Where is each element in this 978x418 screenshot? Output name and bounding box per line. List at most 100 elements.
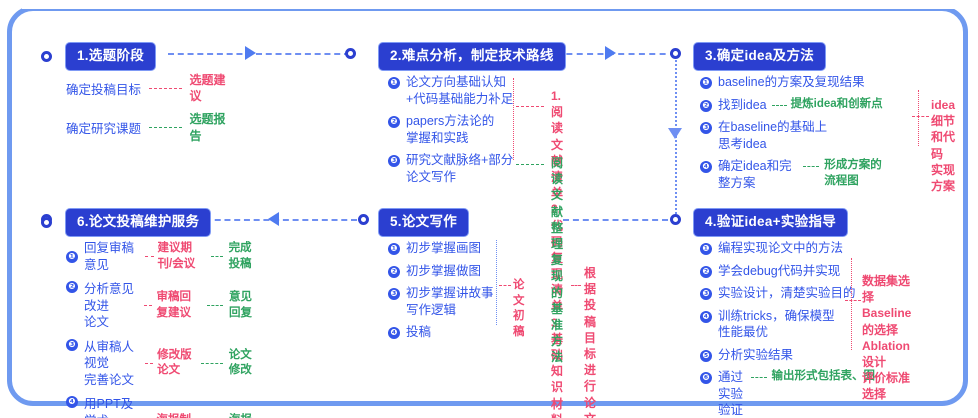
list-item: ❶ 回复审稿意见 建议期刊/会议 完成投稿 bbox=[66, 240, 259, 273]
list-item: ❹ 用PPT及学术 海报讲解论文 海报制作建议 海报制作 bbox=[66, 396, 259, 418]
section-5-title: 5.论文写作 bbox=[378, 208, 470, 237]
section-6-items: ❶ 回复审稿意见 建议期刊/会议 完成投稿 ❷ 分析意见改进 论文 审稿回复建议… bbox=[66, 240, 259, 418]
rail-5-to-6 bbox=[205, 219, 357, 221]
section-1-title: 1.选题阶段 bbox=[65, 42, 157, 71]
section-4-item-4-num: ❹ bbox=[700, 310, 712, 323]
section-1-row-1-connector bbox=[149, 87, 182, 89]
section-6-row-2-right: 意见回复 bbox=[229, 291, 253, 319]
section-4-header[interactable]: 4.验证idea+实验指导 bbox=[693, 208, 849, 237]
section-2-item-2-num: ❷ bbox=[388, 116, 400, 128]
section-2-note-green: 阅读文献整理 复现的基准方法 bbox=[551, 156, 564, 365]
section-6-row-2-mid: 审稿回复建议 bbox=[156, 291, 191, 319]
section-6-row-3-dash-a bbox=[144, 362, 154, 364]
list-item: ❷ 初步掌握做图 bbox=[388, 263, 528, 280]
list-item: ❷ papers方法论的 掌握和实践 bbox=[388, 113, 538, 146]
section-4-item-6-num: ❻ bbox=[700, 372, 712, 384]
section-6-row-1-right: 完成投稿 bbox=[228, 241, 252, 270]
section-5-dash-left bbox=[499, 285, 511, 286]
list-item: ❹ 投稿 bbox=[388, 324, 528, 341]
section-5-items: ❶ 初步掌握画图 ❷ 初步掌握做图 ❸ 初步掌握讲故事 写作逻辑 ❹ 投稿 bbox=[388, 240, 528, 347]
section-2-connector-red bbox=[516, 106, 544, 107]
section-3-item-3-text: 在baseline的基础上 思考idea bbox=[718, 120, 828, 151]
section-4-item-2-num: ❷ bbox=[700, 265, 712, 278]
section-3-item-4-note: 形成方案的流程图 bbox=[824, 159, 882, 187]
arrow-down-3-to-4 bbox=[668, 128, 682, 139]
section-5-item-4-text: 投稿 bbox=[406, 325, 432, 339]
section-6-row-4-mid: 海报制作建议 bbox=[156, 413, 201, 418]
section-2-item-3-text: 研究文献脉络+部分 论文写作 bbox=[406, 153, 514, 184]
section-5-item-3-num: ❸ bbox=[388, 288, 400, 300]
section-6-row-3-dash-b bbox=[201, 362, 223, 364]
section-4-item-5-num: ❺ bbox=[700, 349, 712, 362]
section-4-item-2-text: 学会debug代码并实现 bbox=[718, 263, 841, 278]
section-5-item-4-num: ❹ bbox=[388, 327, 400, 339]
section-5-item-2-text: 初步掌握做图 bbox=[406, 263, 482, 278]
section-6-row-2-dash-a bbox=[144, 305, 153, 307]
section-2-items: ❶ 论文方向基础认知 +代码基础能力补足 ❷ papers方法论的 掌握和实践 … bbox=[388, 74, 538, 191]
list-item: ❹ 训练tricks，确保模型 性能最优 bbox=[700, 308, 875, 341]
section-4-connector-red bbox=[845, 300, 861, 301]
list-item: ❸ 在baseline的基础上 思考idea bbox=[700, 119, 890, 152]
section-1-items: 确定投稿目标 选题建议 确定研究课题 选题报告 bbox=[66, 72, 228, 144]
section-6-row-1-mid: 建议期刊/会议 bbox=[157, 241, 196, 270]
arrow-left-5-to-6 bbox=[268, 212, 279, 226]
list-item: ❷ 分析意见改进 论文 审稿回复建议 意见回复 bbox=[66, 281, 259, 331]
node-section-3 bbox=[670, 48, 681, 59]
section-1-row-2: 确定研究课题 选题报告 bbox=[66, 111, 228, 143]
section-1-row-2-right: 选题报告 bbox=[189, 112, 226, 143]
section-3-item-1-text: baseline的方案及复现结果 bbox=[718, 75, 865, 89]
section-2-connector-green bbox=[516, 164, 544, 165]
section-4-item-3-num: ❸ bbox=[700, 288, 712, 300]
list-item: ❸ 实验设计，清楚实验目的 bbox=[700, 285, 875, 302]
section-6-row-3-num: ❸ bbox=[66, 338, 78, 351]
section-6-row-2-num: ❷ bbox=[66, 281, 78, 293]
section-4-item-3-text: 实验设计，清楚实验目的 bbox=[718, 286, 856, 300]
list-item: ❸ 研究文献脉络+部分 论文写作 bbox=[388, 152, 538, 185]
rail-4-to-5 bbox=[563, 219, 668, 221]
section-6-row-3-right: 论文修改 bbox=[228, 348, 252, 377]
section-4-item-1-text: 编程实现论文中的方法 bbox=[718, 241, 844, 255]
node-section-2 bbox=[345, 48, 356, 59]
section-6-row-3-left: 从审稿人视觉 完善论文 bbox=[84, 339, 135, 387]
list-item: ❷ 学会debug代码并实现 bbox=[700, 263, 875, 280]
rail-1-to-2 bbox=[168, 53, 350, 55]
list-item: ❷ 找到idea 提炼idea和创新点 bbox=[700, 97, 890, 114]
section-4-item-5-text: 分析实验结果 bbox=[718, 347, 794, 362]
section-5-note-red: 根据投稿目标 进行论文润色 修改 bbox=[584, 266, 597, 418]
section-2-divider-red bbox=[513, 78, 514, 160]
list-item: ❶ 编程实现论文中的方法 bbox=[700, 240, 875, 257]
section-2-note-red: 1.阅读文献清单 2.代码复现清单 3.基础知识材料 bbox=[551, 89, 564, 418]
section-3-header[interactable]: 3.确定idea及方法 bbox=[693, 42, 827, 71]
section-3-item-2-connector bbox=[771, 104, 787, 106]
section-3-item-2-num: ❷ bbox=[700, 99, 712, 112]
section-3-item-4-connector bbox=[803, 166, 820, 167]
section-1-row-1: 确定投稿目标 选题建议 bbox=[66, 72, 228, 104]
section-5-dash-right bbox=[571, 285, 581, 286]
section-3-items: ❶ baseline的方案及复现结果 ❷ 找到idea 提炼idea和创新点 ❸… bbox=[700, 74, 890, 197]
list-item: ❶ 初步掌握画图 bbox=[388, 240, 528, 257]
section-3-item-2-note: 提炼idea和创新点 bbox=[790, 97, 883, 110]
section-4-divider-red bbox=[851, 258, 852, 350]
section-3-title: 3.确定idea及方法 bbox=[693, 42, 827, 71]
section-6-row-1-dash-a bbox=[144, 256, 154, 257]
section-1-row-2-connector bbox=[149, 127, 182, 129]
section-6-header[interactable]: 6.论文投稿维护服务 bbox=[41, 208, 212, 237]
section-6-row-4-right: 海报制作 bbox=[229, 413, 259, 418]
section-1-header[interactable]: 1.选题阶段 bbox=[41, 42, 157, 71]
section-3-note-red: idea细节 和代码 实现方案 bbox=[931, 98, 956, 193]
section-5-divider bbox=[496, 240, 497, 325]
section-6-row-2-dash-b bbox=[207, 305, 224, 307]
section-2-header[interactable]: 2.难点分析，制定技术路线 bbox=[378, 42, 566, 71]
section-1-bullet bbox=[41, 50, 52, 62]
list-item: ❶ baseline的方案及复现结果 bbox=[700, 74, 890, 91]
section-4-item-6-text: 通过实验验证 bbox=[718, 370, 744, 417]
section-6-row-4-left: 用PPT及学术 海报讲解论文 bbox=[84, 397, 134, 418]
section-2-item-2-text: papers方法论的 掌握和实践 bbox=[406, 114, 495, 145]
section-4-title: 4.验证idea+实验指导 bbox=[693, 208, 849, 237]
section-5-header[interactable]: 5.论文写作 bbox=[378, 208, 470, 237]
section-4-items: ❶ 编程实现论文中的方法 ❷ 学会debug代码并实现 ❸ 实验设计，清楚实验目… bbox=[700, 240, 875, 418]
node-section-4 bbox=[670, 214, 681, 225]
section-3-divider-red bbox=[918, 90, 919, 146]
section-1-row-2-left: 确定研究课题 bbox=[66, 122, 142, 137]
